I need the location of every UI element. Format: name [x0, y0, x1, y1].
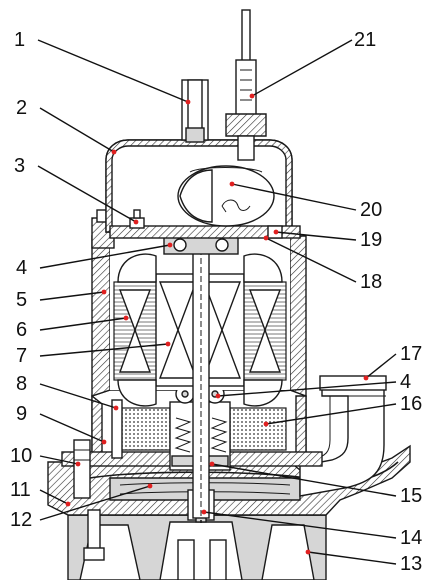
callout-21: 21 — [354, 29, 376, 51]
callout-8: 8 — [16, 373, 27, 395]
callout-1: 1 — [14, 29, 25, 51]
callout-17: 17 — [400, 343, 422, 365]
callout-11: 11 — [10, 479, 31, 501]
capacitor — [177, 165, 275, 227]
part-markers — [65, 93, 369, 555]
callout-4-upper: 4 — [16, 257, 27, 279]
callout-5: 5 — [16, 289, 27, 311]
upper-bearing — [163, 235, 239, 255]
motor-shaft — [192, 235, 210, 519]
callout-7: 7 — [16, 345, 27, 367]
callout-18: 18 — [360, 271, 382, 293]
callout-20: 20 — [360, 199, 382, 221]
leader-lines — [37, 39, 397, 565]
callout-15: 15 — [400, 485, 422, 507]
callout-2: 2 — [16, 97, 27, 119]
callout-16: 16 — [400, 393, 422, 415]
callout-6: 6 — [16, 319, 27, 341]
base-stand — [67, 514, 327, 580]
callout-19: 19 — [360, 229, 382, 251]
callout-13: 13 — [400, 553, 422, 575]
callout-14: 14 — [400, 527, 422, 549]
callout-4-lower: 4 — [400, 371, 411, 393]
cable-gland — [225, 9, 267, 161]
callout-labels: 1 2 3 4 5 6 7 8 9 10 11 12 21 20 19 18 1… — [10, 29, 422, 575]
callout-3: 3 — [14, 155, 25, 177]
callout-12: 12 — [10, 509, 32, 531]
callout-10: 10 — [10, 445, 32, 467]
lifting-handle — [181, 79, 209, 143]
callout-9: 9 — [16, 403, 27, 425]
